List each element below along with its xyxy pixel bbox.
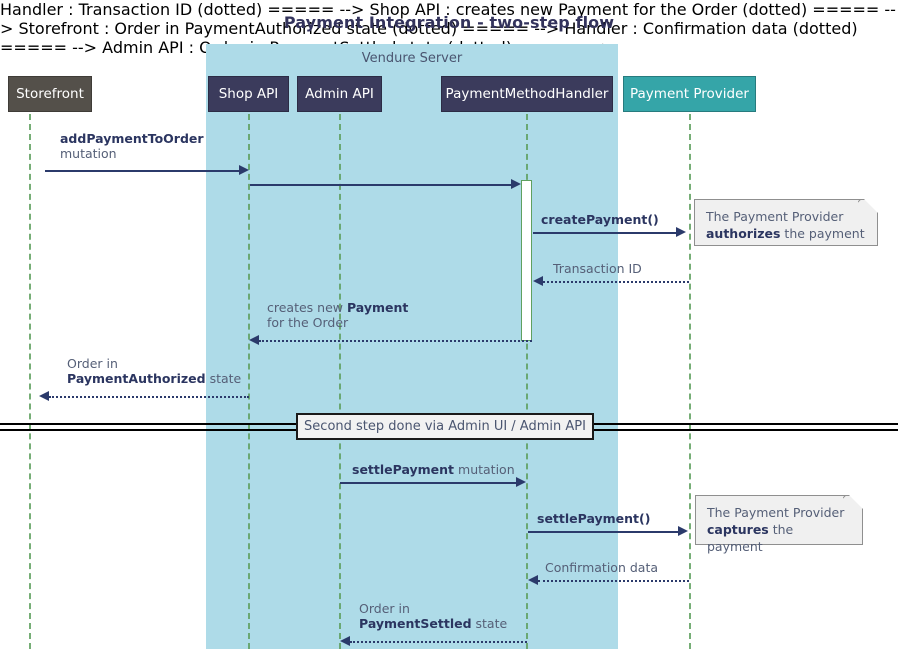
arrow-head-icon-settle-payment-call: [678, 526, 688, 536]
message-label-create-payment: createPayment(): [541, 212, 659, 227]
message-line-creates-payment: [259, 340, 532, 342]
arrow-head-icon-settle-payment-mutation: [516, 477, 526, 487]
message-label-bold: settlePayment: [352, 462, 455, 477]
note-bold: authorizes: [706, 226, 781, 241]
message-label-line1: Order in: [67, 356, 118, 371]
message-line-settle-payment-call: [528, 531, 679, 533]
note-bold: captures: [707, 522, 769, 537]
participant-label: Storefront: [16, 86, 84, 102]
message-line-add-payment-to-order: [45, 170, 240, 172]
message-label-line2: for the Order: [267, 315, 349, 330]
message-label-settle-payment-mutation: settlePayment mutation: [352, 462, 515, 477]
participant-label: PaymentMethodHandler: [445, 86, 609, 102]
participant-payment-provider[interactable]: Payment Provider: [623, 76, 756, 112]
note-fold-edge-icon: [858, 199, 878, 219]
message-line-shop-api-to-handler: [250, 184, 512, 186]
note-rest: the payment: [707, 522, 794, 554]
message-line-settle-payment-mutation: [340, 482, 517, 484]
arrow-head-icon-transaction-id: [533, 276, 543, 286]
message-label-plain: mutation: [60, 146, 117, 161]
note-line-1: The Payment Provider: [707, 505, 845, 520]
note-line-1: The Payment Provider: [706, 209, 844, 224]
arrow-head-icon-order-payment-settled: [340, 636, 350, 646]
message-label-bold: addPaymentToOrder: [60, 131, 204, 146]
message-label-bold: PaymentSettled: [359, 616, 472, 631]
activation-bar-payment-method-handler: [521, 180, 532, 341]
participant-storefront[interactable]: Storefront: [8, 76, 92, 112]
arrow-head-icon-creates-payment: [249, 335, 259, 345]
message-label-bold: createPayment(): [541, 212, 659, 227]
message-label-plain: state: [471, 616, 508, 631]
message-label-settle-payment-call: settlePayment(): [537, 511, 650, 526]
note-line-2: captures the payment: [707, 521, 851, 555]
lifeline-storefront: [29, 114, 31, 649]
message-line-transaction-id: [543, 281, 689, 283]
arrow-head-icon-create-payment: [676, 227, 686, 237]
message-label-plain: mutation: [454, 462, 515, 477]
message-line-confirmation-data: [538, 580, 689, 582]
message-label-creates-payment: creates new Payment for the Order: [267, 300, 408, 330]
arrow-head-icon-shop-api-to-handler: [511, 179, 521, 189]
participant-payment-method-handler[interactable]: PaymentMethodHandler: [441, 76, 613, 112]
arrow-head-icon-confirmation-data: [528, 575, 538, 585]
lifeline-admin-api: [339, 114, 341, 649]
participant-shop-api[interactable]: Shop API: [208, 76, 289, 112]
note-rest: the payment: [780, 226, 865, 241]
message-label-line1: Order in: [359, 601, 410, 616]
note-captures-payment: The Payment Provider captures the paymen…: [695, 495, 863, 554]
message-label-confirmation-data: Confirmation data: [545, 560, 659, 575]
divider-label: Second step done via Admin UI / Admin AP…: [304, 419, 586, 434]
group-box-vendure-server: [206, 44, 618, 649]
arrow-head-icon-add-payment-to-order: [239, 165, 249, 175]
participant-label: Shop API: [218, 86, 279, 102]
lifeline-payment-method-handler: [526, 114, 528, 649]
message-label-bold: PaymentAuthorized: [67, 371, 206, 386]
note-line-2: authorizes the payment: [706, 225, 866, 242]
message-label-plain: creates new: [267, 300, 347, 315]
divider-label-box: Second step done via Admin UI / Admin AP…: [296, 413, 594, 440]
message-line-create-payment: [533, 232, 677, 234]
page-title: Payment Integration - two-step flow: [283, 13, 615, 32]
message-label-bold: Payment: [346, 300, 409, 315]
message-label-order-payment-settled: Order in PaymentSettled state: [359, 601, 507, 631]
group-label-vendure-server: Vendure Server: [361, 51, 463, 66]
lifeline-payment-provider: [689, 114, 691, 649]
participant-admin-api[interactable]: Admin API: [297, 76, 382, 112]
message-label-plain: state: [205, 371, 242, 386]
message-line-order-payment-settled: [350, 641, 527, 643]
message-label-bold: settlePayment(): [537, 511, 651, 526]
participant-label: Admin API: [305, 86, 374, 102]
note-fold-edge-icon: [843, 495, 863, 515]
arrow-head-icon-order-payment-authorized: [39, 391, 49, 401]
lifeline-shop-api: [248, 114, 250, 649]
message-label-transaction-id: Transaction ID: [553, 261, 642, 276]
participant-label: Payment Provider: [630, 86, 749, 102]
note-authorizes-payment: The Payment Provider authorizes the paym…: [694, 199, 878, 246]
message-label-add-payment-to-order: addPaymentToOrder mutation: [60, 131, 204, 161]
message-line-order-payment-authorized: [49, 396, 249, 398]
message-label-order-payment-authorized: Order in PaymentAuthorized state: [67, 356, 241, 386]
